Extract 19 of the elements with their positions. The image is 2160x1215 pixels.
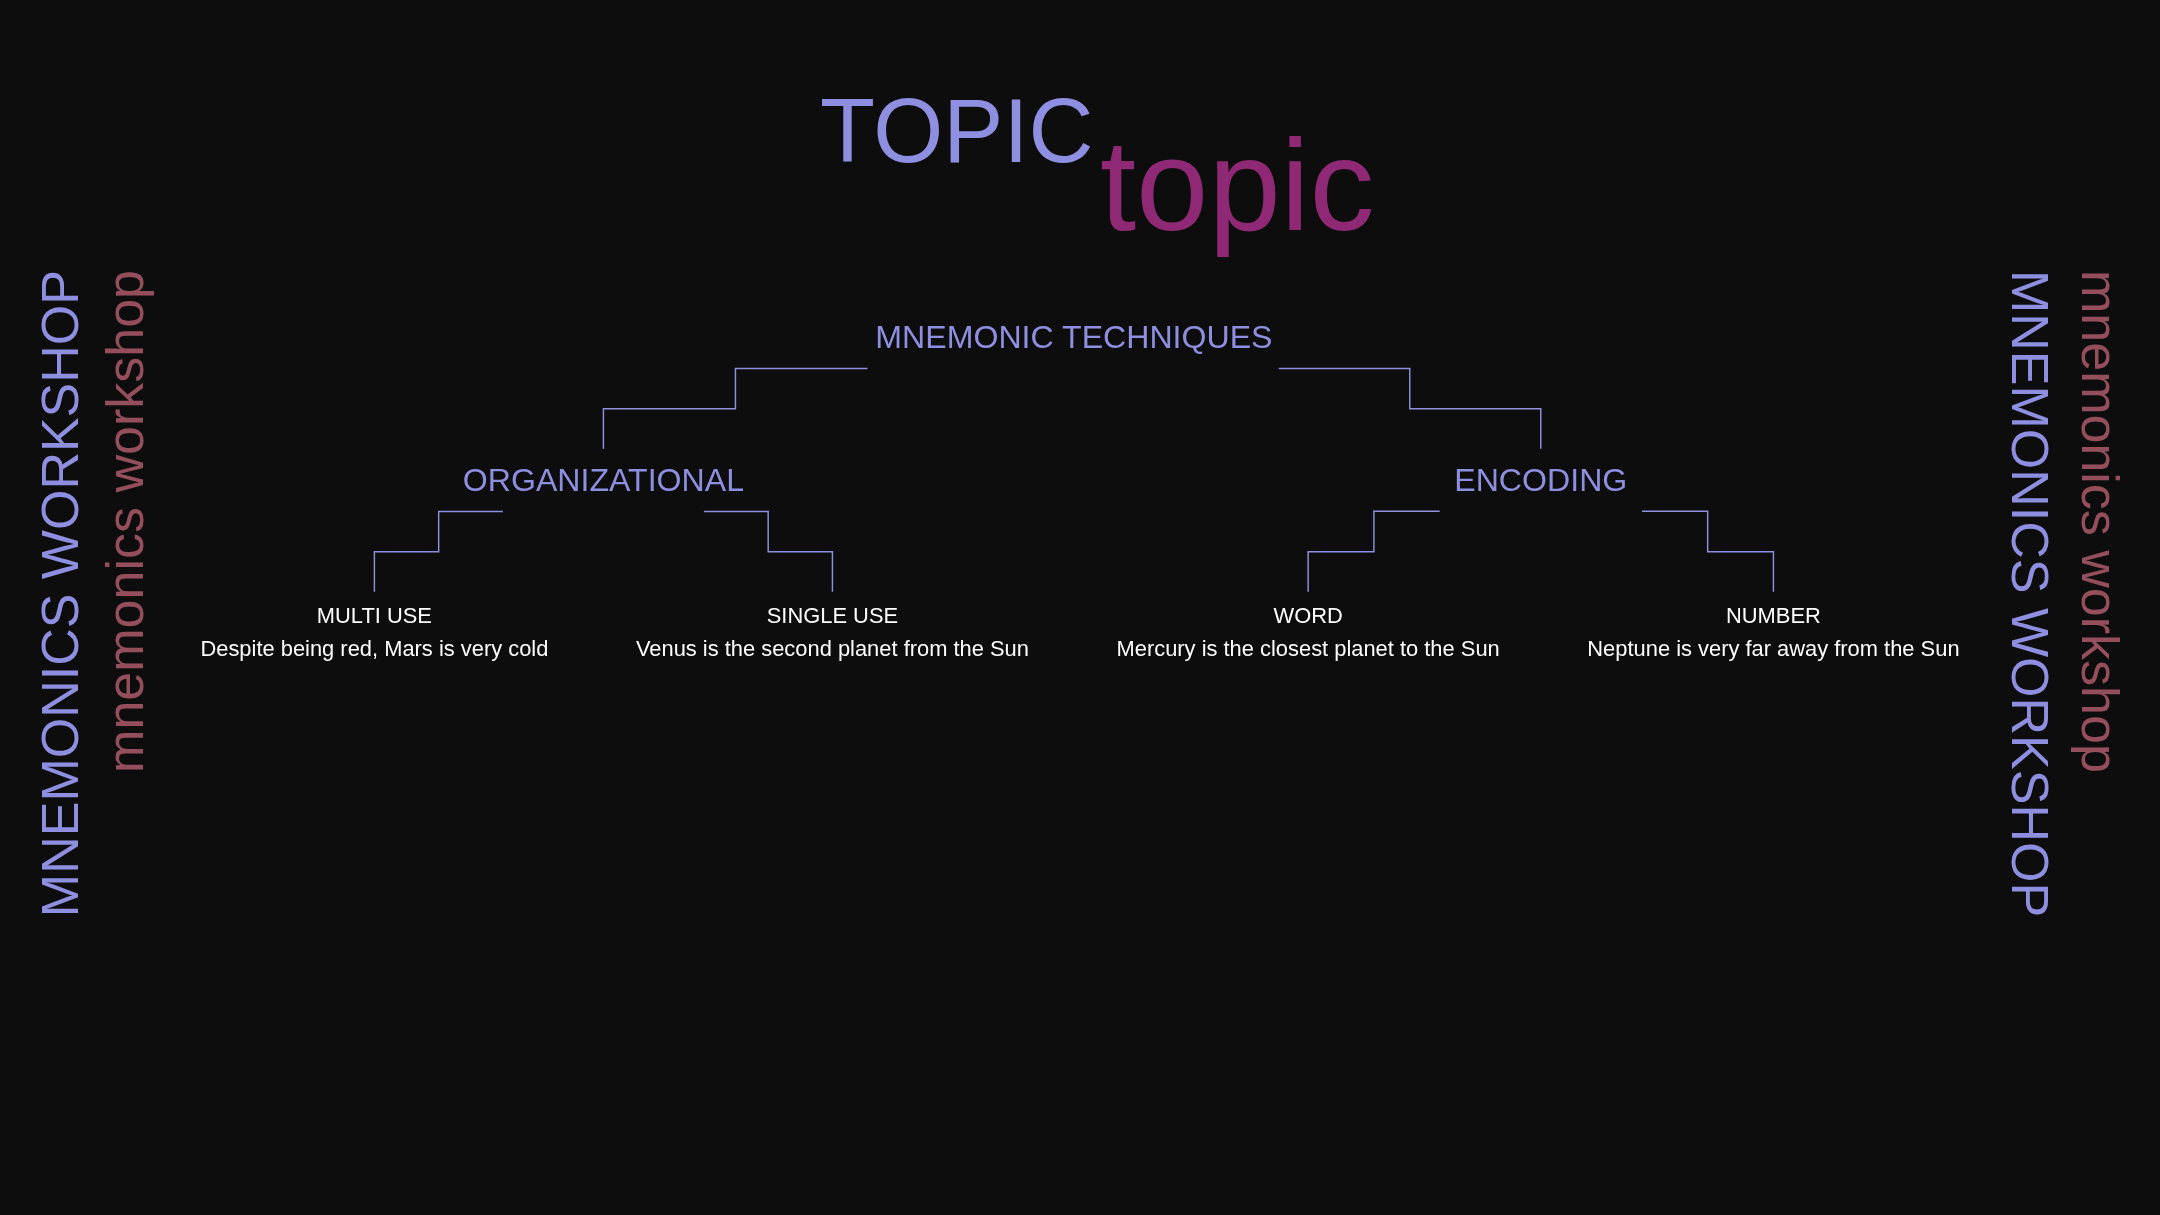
connector	[373, 510, 504, 593]
node-text: ORGANIZATIONAL	[462, 461, 745, 498]
connector	[1641, 510, 1775, 593]
node-text: ENCODING	[1454, 461, 1628, 498]
node-text: WORD Mercury is the closest planet to the Sun	[1116, 603, 1500, 661]
connector	[1307, 510, 1441, 593]
connector	[602, 367, 869, 450]
title-text: topic	[1100, 111, 1375, 260]
node-text: NUMBER Neptune is very far away from the Sun	[1587, 603, 1960, 661]
side-text: mnemonics workshop	[95, 270, 155, 773]
side-text: mnemonics workshop	[2070, 270, 2130, 773]
side-text: MNEMONICS WORKSHOP	[2000, 270, 2060, 918]
node-text: MULTI USE Despite being red, Mars is very cold	[200, 603, 549, 661]
title-text: TOPIC	[820, 80, 1094, 183]
connector	[703, 510, 834, 593]
connector	[1278, 367, 1542, 450]
node-text: MNEMONIC TECHNIQUES	[875, 318, 1273, 355]
side-text: MNEMONICS WORKSHOP	[30, 270, 90, 918]
node-text: SINGLE USE Venus is the second planet from the Sun	[635, 603, 1029, 661]
